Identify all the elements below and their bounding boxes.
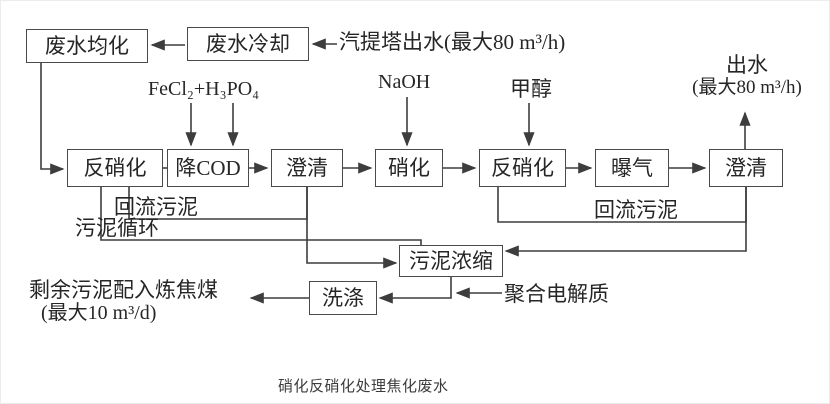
label-fecl2-h3po4: FeCl₂+H₃PO₄ (148, 78, 260, 100)
label-excess-sludge-line2: (最大10 m³/d) (41, 302, 157, 324)
box-cod-removal: 降COD (167, 149, 249, 187)
arrow-thickening-to-washing (378, 277, 452, 304)
label-effluent-line1: 出水 (726, 53, 768, 77)
arrow-equalization-to-denitrification1 (40, 63, 65, 175)
box-sludge-thickening: 污泥浓缩 (399, 245, 503, 277)
label-return-sludge-left: 回流污泥 (114, 195, 198, 219)
flow-lines (40, 38, 751, 304)
label-polyelectrolyte: 聚合电解质 (504, 282, 609, 306)
label-methanol: 甲醇 (510, 77, 552, 101)
box-clarifier-2: 澄清 (709, 149, 783, 187)
box-cooling: 废水冷却 (187, 27, 309, 61)
arrow-clarifier1-to-thickening (306, 187, 398, 269)
label-sludge-circulation: 污泥循环 (75, 216, 159, 240)
box-washing: 洗涤 (309, 281, 377, 315)
label-effluent-line2: (最大80 m³/h) (692, 77, 802, 99)
box-denitrification-2: 反硝化 (479, 149, 566, 187)
arrow-sludge-circulation (95, 150, 422, 245)
label-stripper-effluent: 汽提塔出水(最大80 m³/h) (339, 30, 566, 54)
box-equalization: 废水均化 (26, 29, 148, 63)
arrow-clarifier2-to-thickening (504, 187, 747, 257)
label-effluent: 出水 (最大80 m³/h) (671, 53, 823, 99)
label-excess-sludge-line1: 剩余污泥配入炼焦煤 (29, 278, 218, 302)
diagram-caption: 硝化反硝化处理焦化废水 (278, 379, 449, 395)
box-nitrification: 硝化 (375, 149, 443, 187)
box-denitrification-1: 反硝化 (67, 149, 163, 187)
box-aeration: 曝气 (595, 149, 669, 187)
box-clarifier-1: 澄清 (271, 149, 343, 187)
label-return-sludge-right: 回流污泥 (594, 198, 678, 222)
label-naoh: NaOH (378, 71, 431, 93)
